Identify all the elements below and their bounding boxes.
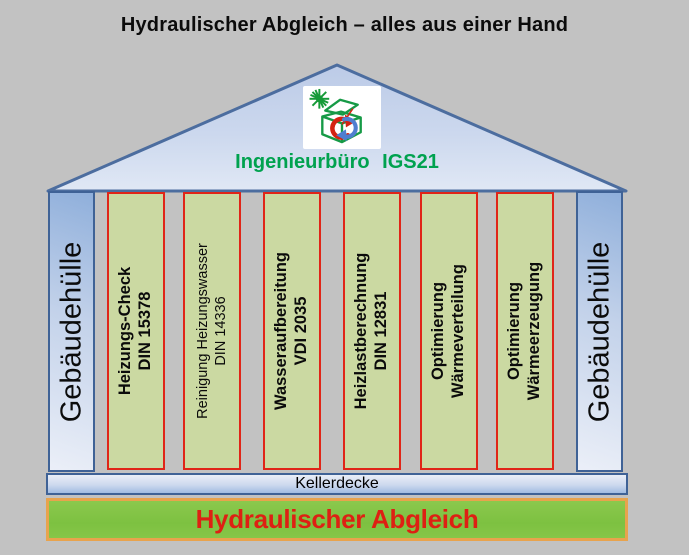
service-standard: DIN 12831 bbox=[372, 291, 390, 371]
service-name: Optimierung bbox=[505, 281, 524, 381]
company-name: Ingenieurbüro IGS21 bbox=[235, 151, 439, 173]
column-label: Heizlastberechnung DIN 12831 bbox=[352, 253, 392, 410]
banner-label: Hydraulischer Abgleich bbox=[195, 504, 479, 534]
column-heizungs-check: Heizungs-Check DIN 15378 bbox=[107, 192, 165, 470]
column-reinigung-heizungswasser: Reinigung Heizungswasser DIN 14336 bbox=[183, 192, 241, 470]
pillar-label: Gebäudehülle bbox=[55, 241, 88, 422]
column-label: Wasseraufbereitung VDI 2035 bbox=[272, 252, 312, 410]
pillar-label: Gebäudehülle bbox=[583, 241, 616, 422]
pillar-gebaeudehuelle-right: Gebäudehülle bbox=[576, 191, 623, 472]
column-optimierung-waermeerzeugung: Optimierung Wärmeerzeugung bbox=[496, 192, 554, 470]
service-standard: Wärmeerzeugung bbox=[525, 261, 543, 401]
igs21-logo bbox=[303, 86, 381, 149]
column-label: Optimierung Wärmeerzeugung bbox=[505, 262, 545, 400]
kellerdecke-label: Kellerdecke bbox=[295, 475, 379, 492]
column-wasseraufbereitung: Wasseraufbereitung VDI 2035 bbox=[263, 192, 321, 470]
column-label: Optimierung Wärmeverteilung bbox=[429, 264, 469, 398]
column-label: Heizungs-Check DIN 15378 bbox=[116, 267, 156, 395]
sun-icon bbox=[309, 88, 330, 109]
kellerdecke-bar: Kellerdecke bbox=[46, 473, 628, 495]
column-optimierung-waermeverteilung: Optimierung Wärmeverteilung bbox=[420, 192, 478, 470]
service-standard: DIN 14336 bbox=[213, 296, 229, 366]
page-title: Hydraulischer Abgleich – alles aus einer… bbox=[120, 14, 569, 36]
service-standard: VDI 2035 bbox=[292, 296, 310, 366]
service-name: Heizlastberechnung bbox=[352, 252, 371, 410]
service-name: Heizungs-Check bbox=[116, 266, 135, 396]
service-name: Wasseraufbereitung bbox=[272, 251, 291, 411]
hydraulischer-abgleich-banner: Hydraulischer Abgleich bbox=[46, 498, 628, 541]
service-name: Reinigung Heizungswasser bbox=[194, 243, 211, 419]
column-heizlastberechnung: Heizlastberechnung DIN 12831 bbox=[343, 192, 401, 470]
service-standard: Wärmeverteilung bbox=[449, 264, 467, 398]
pillar-gebaeudehuelle-left: Gebäudehülle bbox=[48, 191, 95, 472]
service-standard: DIN 15378 bbox=[136, 291, 154, 371]
blue-cycle-arrow-icon bbox=[336, 116, 358, 142]
column-label: Reinigung Heizungswasser DIN 14336 bbox=[194, 243, 230, 419]
service-name: Optimierung bbox=[429, 281, 448, 381]
